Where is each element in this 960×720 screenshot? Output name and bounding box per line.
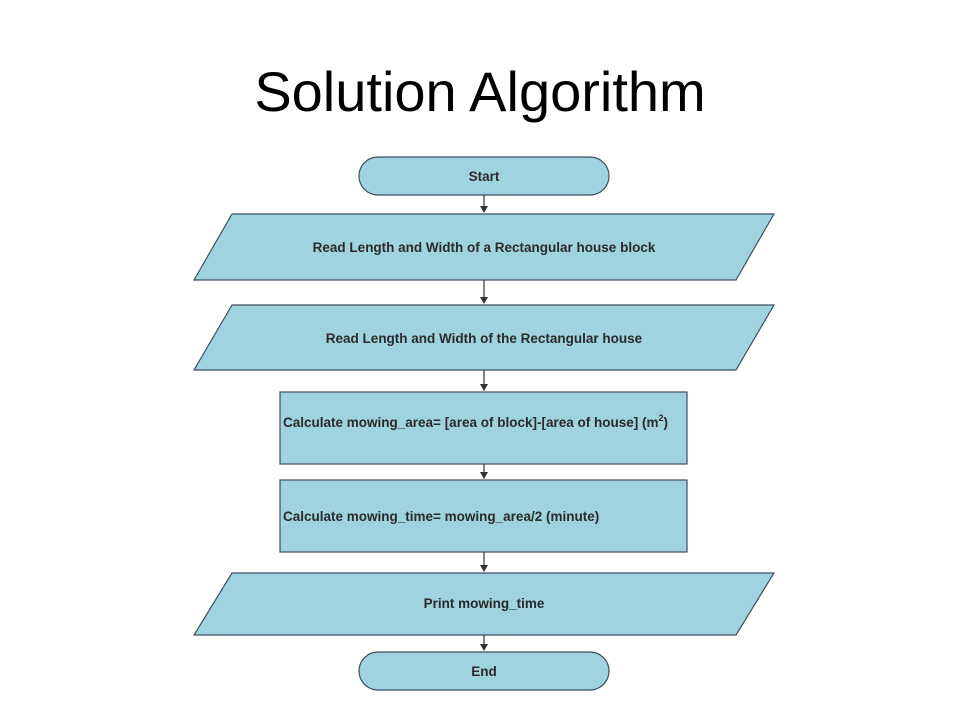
input-block-node: Read Length and Width of a Rectangular h…: [192, 213, 776, 281]
calc-area-suffix: ): [664, 415, 669, 430]
calc-area-label: Calculate mowing_area= [area of block]-[…: [283, 415, 658, 430]
arrow-input-block-to-input-house: [480, 280, 488, 304]
arrow-output-to-end: [480, 635, 488, 651]
input-house-label: Read Length and Width of the Rectangular…: [326, 331, 643, 346]
arrow-calc-time-to-output: [480, 552, 488, 572]
arrow-input-house-to-calc-area: [480, 370, 488, 391]
start-node: Start: [358, 156, 610, 196]
calc-area-label-text: Calculate mowing_area= [area of block]-[…: [283, 413, 668, 430]
input-block-label: Read Length and Width of a Rectangular h…: [313, 240, 656, 255]
calc-time-node: Calculate mowing_time= mowing_area/2 (mi…: [279, 479, 688, 553]
slide-title: Solution Algorithm: [254, 60, 706, 123]
arrow-start-to-input-block: [480, 195, 488, 213]
end-node: End: [358, 651, 610, 691]
output-node: Print mowing_time: [192, 572, 776, 636]
output-label: Print mowing_time: [424, 596, 545, 611]
end-terminator-shape: [358, 651, 610, 691]
calc-time-label: Calculate mowing_time= mowing_area/2 (mi…: [283, 509, 599, 524]
calc-time-process-box: [279, 479, 688, 553]
calc-area-process-box: [279, 391, 688, 465]
input-house-node: Read Length and Width of the Rectangular…: [192, 304, 776, 371]
arrow-calc-area-to-calc-time: [480, 464, 488, 479]
end-label: End: [471, 664, 497, 679]
output-parallelogram: [192, 572, 776, 636]
input-block-parallelogram: [192, 213, 776, 281]
start-label: Start: [469, 169, 500, 184]
calc-area-superscript: 2: [658, 413, 663, 423]
input-house-parallelogram: [192, 304, 776, 371]
calc-area-node: Calculate mowing_area= [area of block]-[…: [279, 391, 688, 465]
